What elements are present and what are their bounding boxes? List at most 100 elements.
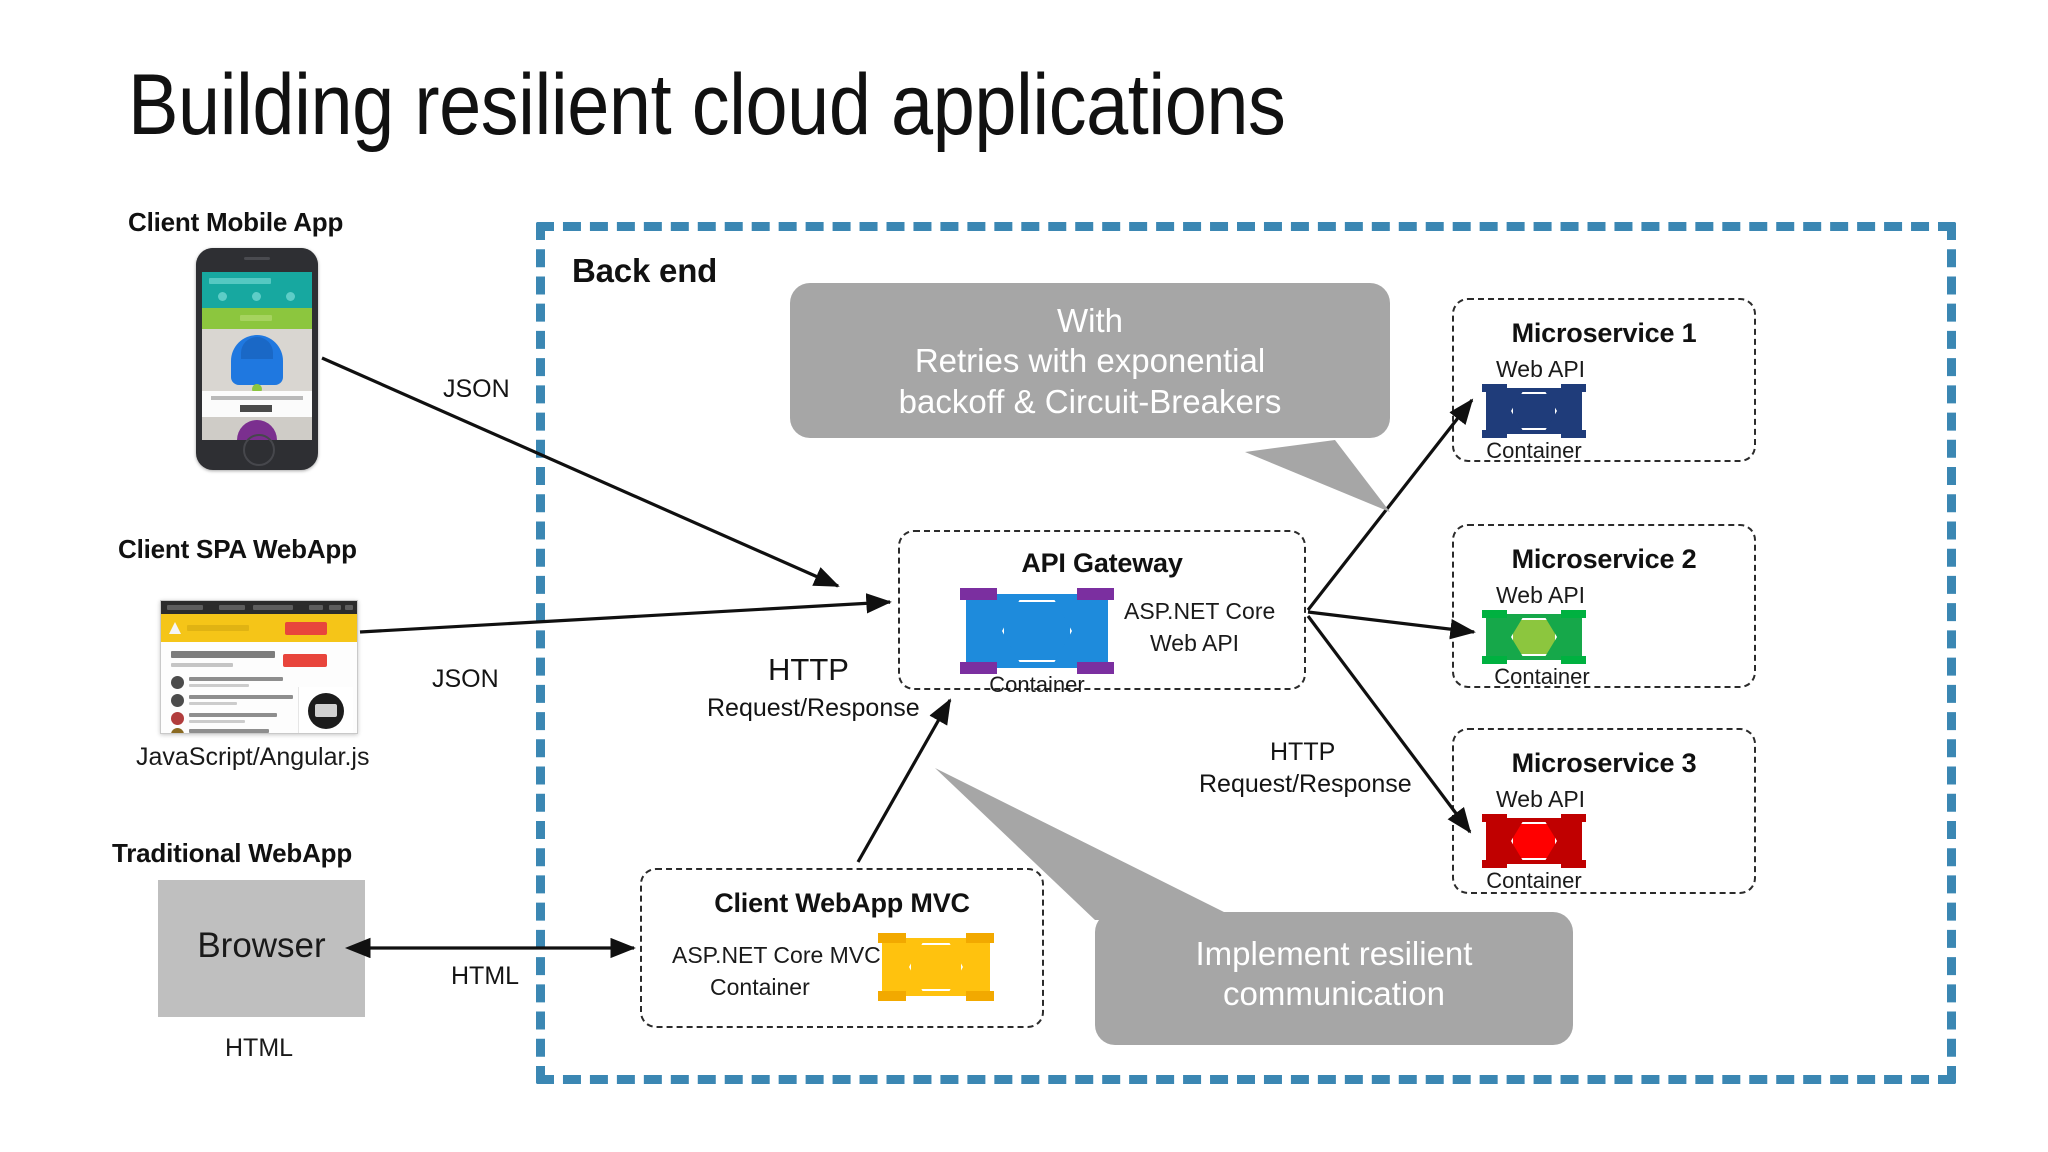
list-item-title: [189, 729, 269, 733]
client-mobile-caption: Client Mobile App: [128, 207, 344, 237]
microservice-3-title: Microservice 3: [1511, 748, 1697, 778]
microservice-2-box[interactable]: Microservice 2 Web API Container: [1452, 524, 1756, 689]
bracket-bottom-left: [1482, 430, 1508, 438]
microservice-1-api-label: Web API: [1496, 356, 1586, 382]
container-icon-gateway: [960, 588, 1114, 674]
app-product-photo: [202, 329, 312, 391]
edge-label-backend-request-response: Request/Response: [1199, 770, 1412, 798]
container-label-microservice-2: Container: [1494, 664, 1590, 689]
phone-top-bezel: [196, 248, 318, 270]
spa-sidebar-title-1: [305, 733, 345, 734]
microservice-3-box[interactable]: Microservice 3 Web API Container: [1452, 728, 1756, 894]
app-product-price: [240, 405, 272, 412]
spa-heading: [171, 651, 275, 658]
microservice-1-box[interactable]: Microservice 1 Web API Container: [1452, 298, 1756, 463]
browser-label: Browser: [197, 925, 326, 965]
bracket-top-left: [1482, 814, 1508, 822]
phone-screen: [202, 272, 312, 440]
list-item-title: [189, 677, 283, 681]
spa-sidebar: [298, 687, 353, 734]
warning-icon: [169, 622, 181, 634]
callout-resilient-line1: Implement resilient: [1195, 935, 1473, 972]
bracket-top-left: [1482, 384, 1508, 392]
container-icon-microservice-2: [1482, 610, 1586, 664]
spa-primary-button: [283, 654, 327, 667]
app-green-band-text: [240, 315, 272, 321]
spa-nav-item-5: [345, 605, 353, 610]
edge-label-backend-http: HTTP: [1270, 738, 1336, 766]
bracket-bottom-right: [1560, 430, 1586, 438]
edge-label-json-mobile: JSON: [443, 375, 510, 403]
app-product-info: [202, 391, 312, 417]
traditional-tech-caption: HTML: [225, 1034, 294, 1062]
edge-label-request-response: Request/Response: [707, 694, 920, 722]
app-product-hoodie-blue: [231, 335, 283, 385]
container-icon-mvc: [877, 933, 995, 1001]
list-item-meta: [189, 702, 237, 705]
bracket-top-right: [1076, 588, 1114, 600]
bracket-top-right: [1560, 610, 1586, 618]
app-green-band: [202, 308, 312, 329]
microservice-2-api-label: Web API: [1496, 582, 1586, 608]
callout-retries-line3: backoff & Circuit-Breakers: [898, 382, 1282, 420]
bracket-bottom-left: [877, 991, 906, 1001]
edge-label-http: HTTP: [768, 652, 849, 687]
edge-label-json-spa: JSON: [432, 665, 499, 693]
avatar: [171, 694, 184, 707]
spa-nav-item-3: [309, 605, 323, 610]
spa-sidebar-logo-inner: [315, 704, 337, 717]
bracket-top-right: [1560, 384, 1586, 392]
avatar: [171, 728, 184, 733]
spa-banner-button: [285, 622, 327, 635]
app-header-icon-2: [252, 292, 261, 301]
bracket-bottom-right: [1560, 656, 1586, 664]
microservice-1-title: Microservice 1: [1511, 318, 1697, 348]
client-webapp-mvc-tech-line2: Container: [710, 974, 810, 1000]
spa-tech-caption: JavaScript/Angular.js: [136, 743, 370, 771]
microservice-3-api-label: Web API: [1496, 786, 1586, 812]
avatar: [171, 676, 184, 689]
container-label-gateway: Container: [989, 672, 1085, 697]
client-spa-caption: Client SPA WebApp: [118, 534, 357, 564]
app-product-hood: [241, 337, 273, 359]
avatar: [171, 712, 184, 725]
api-gateway-tech-line2: Web API: [1150, 630, 1240, 656]
bracket-bottom-right: [1076, 662, 1114, 674]
app-header-icon-1: [218, 292, 227, 301]
microservice-2-title: Microservice 2: [1511, 544, 1697, 574]
callout-retries-line2: Retries with exponential: [914, 342, 1266, 380]
list-item-title: [189, 713, 277, 717]
bracket-top-left: [1482, 610, 1508, 618]
page-title: Building resilient cloud applications: [128, 57, 1286, 153]
client-webapp-mvc-box[interactable]: Client WebApp MVC ASP.NET Core MVC Conta…: [640, 868, 1044, 1028]
bracket-top-right: [1560, 814, 1586, 822]
api-gateway-box[interactable]: API Gateway Container ASP.NET Core Web A…: [898, 530, 1306, 697]
api-gateway-title: API Gateway: [1021, 548, 1183, 578]
mobile-phone-mockup: [196, 248, 318, 470]
app-badge-dot: [252, 384, 262, 394]
container-label-microservice-3: Container: [1486, 868, 1582, 893]
traditional-webapp-caption: Traditional WebApp: [112, 838, 353, 868]
spa-nav-item-1: [219, 605, 245, 610]
callout-retries-line1: With: [1057, 302, 1123, 339]
spa-banner-text: [187, 625, 249, 631]
bracket-bottom-left: [960, 662, 998, 674]
app-product-photo-2: [202, 417, 312, 440]
callout-resilient-communication: Implement resilient communication: [1095, 912, 1573, 1045]
spa-nav-item-4: [329, 605, 341, 610]
app-header-icon-3: [286, 292, 295, 301]
container-icon-microservice-1: [1482, 384, 1586, 438]
client-webapp-mvc-tech-line1: ASP.NET Core MVC: [672, 942, 881, 968]
spa-subheading: [171, 663, 233, 667]
bracket-bottom-left: [1482, 860, 1508, 868]
bracket-top-left: [960, 588, 998, 600]
container-icon-microservice-3: [1482, 814, 1586, 868]
list-item-meta: [189, 720, 245, 723]
bracket-top-left: [877, 933, 906, 943]
callout-resilient-line2: communication: [1223, 975, 1445, 1013]
spa-nav-item-2: [253, 605, 293, 610]
app-product-name: [211, 396, 303, 400]
bracket-bottom-right: [1560, 860, 1586, 868]
spa-content-area: [161, 642, 357, 733]
callout-retries: With Retries with exponential backoff & …: [790, 283, 1390, 438]
